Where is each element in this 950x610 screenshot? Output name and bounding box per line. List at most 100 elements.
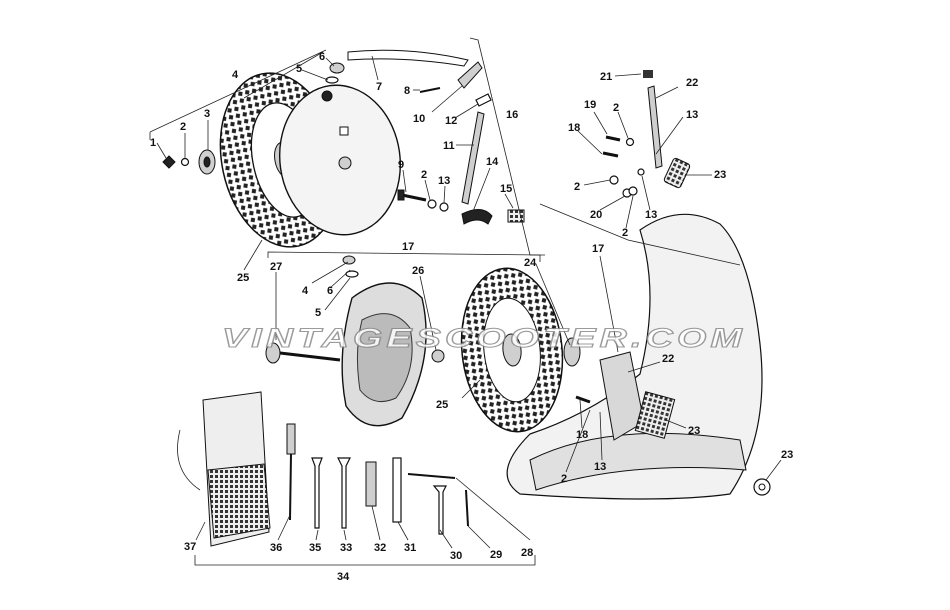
hub-cap-3 xyxy=(198,149,216,175)
side-cover xyxy=(341,282,427,427)
part-number-label: 25 xyxy=(436,399,448,411)
bolt-18b xyxy=(575,395,591,404)
part-number-label: 25 xyxy=(237,272,249,284)
part-number-label: 12 xyxy=(445,115,457,127)
part-number-label: 14 xyxy=(486,156,499,168)
part-number-label: 6 xyxy=(327,285,333,297)
part-number-label: 35 xyxy=(309,542,321,554)
spare-wheel-assembly xyxy=(219,72,402,248)
part-number-label: 4 xyxy=(232,69,239,81)
wheel-with-tyre xyxy=(460,267,564,433)
part-number-label: 23 xyxy=(781,449,793,461)
cover-center-nut xyxy=(338,156,352,170)
part-number-label: 15 xyxy=(500,183,512,195)
part-number-label: 23 xyxy=(714,169,726,181)
pedal-pad-23b xyxy=(634,391,676,439)
part-number-label: 18 xyxy=(568,122,580,134)
bracket-12 xyxy=(475,93,492,107)
washer-5a xyxy=(325,76,339,84)
box-spanner-32 xyxy=(365,461,377,507)
part-number-label: 11 xyxy=(443,140,455,152)
part-number-label: 23 xyxy=(688,425,700,437)
bracket-10 xyxy=(457,61,483,89)
part-number-label: 22 xyxy=(662,353,674,365)
spanner-33 xyxy=(337,457,351,529)
box-spanner-31 xyxy=(392,457,402,523)
part-number-label: 5 xyxy=(315,307,321,319)
part-number-label: 30 xyxy=(450,550,462,562)
watermark: VINTAGESCOOTER.COM xyxy=(222,323,746,353)
washer-23c xyxy=(753,478,771,496)
part-number-label: 5 xyxy=(296,63,302,75)
part-number-label: 36 xyxy=(270,542,282,554)
cover-knob xyxy=(321,90,333,102)
washer-13a xyxy=(439,202,449,212)
spring-21 xyxy=(643,70,653,78)
part-number-label: 32 xyxy=(374,542,386,554)
part-number-label: 2 xyxy=(180,121,186,133)
bar-28 xyxy=(407,473,456,479)
strap-7 xyxy=(347,49,469,67)
washer-2b xyxy=(427,199,437,209)
pedal-pad-23a xyxy=(663,157,691,189)
cover-lock xyxy=(339,126,349,136)
part-number-label: 22 xyxy=(686,77,698,89)
part-number-label: 8 xyxy=(404,85,410,97)
spanner-30 xyxy=(432,485,447,535)
part-number-label: 33 xyxy=(340,542,352,554)
part-number-label: 6 xyxy=(319,51,325,63)
part-number-label: 17 xyxy=(592,243,604,255)
part-number-label: 2 xyxy=(613,102,619,114)
part-number-label: 21 xyxy=(600,71,612,83)
washer-2e xyxy=(628,186,638,196)
washer-2a xyxy=(180,157,190,167)
nut-26 xyxy=(431,349,445,363)
bolt-19 xyxy=(605,135,621,142)
part-number-label: 7 xyxy=(376,81,382,93)
clip-13b xyxy=(637,168,645,176)
knob-27 xyxy=(265,342,341,364)
part-number-label: 26 xyxy=(412,265,424,277)
part-number-label: 9 xyxy=(398,159,404,171)
part-number-label: 13 xyxy=(645,209,657,221)
part-number-label: 29 xyxy=(490,549,502,561)
washer-6b xyxy=(342,255,356,265)
bolt-18a xyxy=(602,151,619,158)
part-number-label: 28 xyxy=(521,547,533,559)
part-number-label: 34 xyxy=(337,571,350,583)
washer-2c xyxy=(625,137,635,147)
part-number-label: 16 xyxy=(506,109,518,121)
part-number-label: 4 xyxy=(302,285,309,297)
screwdriver-36 xyxy=(286,423,296,521)
scooter-body xyxy=(506,213,763,500)
part-number-label: 27 xyxy=(270,261,282,273)
hub-24 xyxy=(563,337,581,367)
pin-29 xyxy=(465,489,469,527)
part-number-labels: 1 2 3 4 5 6 7 8 9 2 13 10 12 11 16 14 15… xyxy=(150,51,793,583)
part-number-label: 2 xyxy=(574,181,580,193)
part-number-label: 19 xyxy=(584,99,596,111)
spanner-35 xyxy=(311,457,323,529)
part-number-label: 17 xyxy=(402,241,414,253)
part-number-label: 18 xyxy=(576,429,588,441)
part-number-label: 31 xyxy=(404,542,416,554)
part-number-label: 2 xyxy=(421,169,427,181)
part-number-label: 13 xyxy=(686,109,698,121)
part-number-label: 2 xyxy=(622,227,628,239)
pin-8 xyxy=(419,87,441,93)
strap-11 xyxy=(461,111,485,205)
wing-nut-1 xyxy=(162,155,176,169)
lever-22a xyxy=(647,85,663,169)
part-number-label: 2 xyxy=(561,473,567,485)
part-number-label: 37 xyxy=(184,541,196,553)
clamp-14 xyxy=(461,209,493,225)
tool-bag-37 xyxy=(177,391,271,547)
part-number-label: 13 xyxy=(438,175,450,187)
part-number-label: 20 xyxy=(590,209,602,221)
part-number-label: 1 xyxy=(150,137,156,149)
bolt-9 xyxy=(397,189,427,202)
part-number-label: 3 xyxy=(204,108,210,120)
nut-2d xyxy=(609,175,619,185)
part-number-label: 10 xyxy=(413,113,425,125)
